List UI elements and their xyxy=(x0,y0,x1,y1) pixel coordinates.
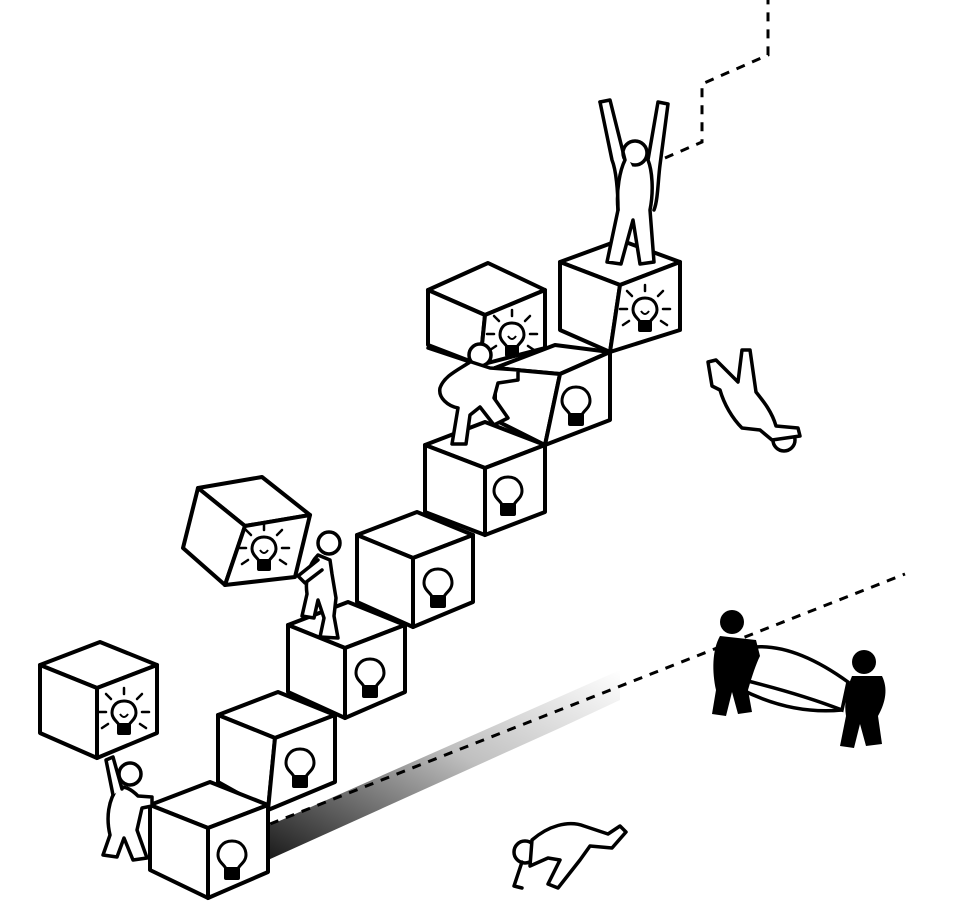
figure-climbing-with-block xyxy=(296,530,342,640)
dashed-ground-line xyxy=(269,572,906,826)
carried-block-upper xyxy=(426,261,547,367)
stair-block-3 xyxy=(286,600,407,720)
stair-block-1 xyxy=(148,780,270,900)
carried-block-bottom xyxy=(38,640,159,760)
figure-carrying-block-on-back xyxy=(426,342,520,446)
net-group xyxy=(712,610,886,748)
figure-falling xyxy=(706,348,802,453)
stair-block-4 xyxy=(355,510,475,629)
figure-lifting-block xyxy=(101,755,154,862)
figure-crawling xyxy=(512,821,628,890)
stair-block-5 xyxy=(423,420,547,537)
dashed-future-steps xyxy=(664,0,770,160)
stair-block-2 xyxy=(216,690,337,812)
stair-block-6 xyxy=(493,343,612,447)
figure-holding-net-left xyxy=(712,610,760,716)
figure-holding-net-right xyxy=(840,650,886,748)
carried-block-middle xyxy=(181,475,312,587)
figure-celebrating-on-top xyxy=(598,98,670,266)
stair-shadow xyxy=(268,670,620,860)
